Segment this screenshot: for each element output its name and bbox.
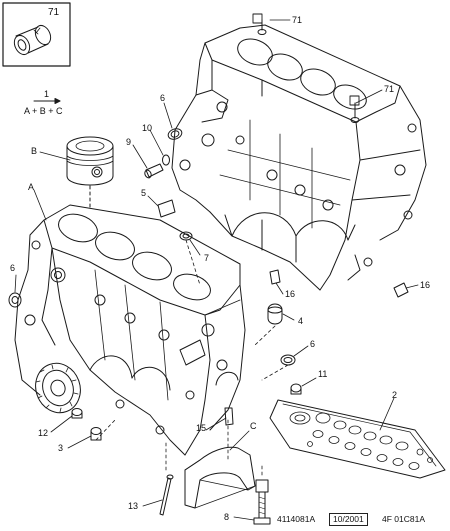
seal-ring-7 — [179, 231, 193, 241]
plug-12 — [71, 408, 83, 419]
callout-71-mid: 71 — [384, 84, 395, 94]
jet-9 — [144, 163, 164, 179]
callout-16-a: 16 — [285, 289, 296, 299]
pin-13 — [159, 474, 174, 516]
callout-8: 8 — [224, 512, 230, 522]
rear-engine-block — [171, 24, 427, 291]
washer-10 — [162, 154, 170, 166]
bearing-cap — [184, 446, 256, 509]
assembly-lines — [95, 239, 289, 479]
callout-C: C — [250, 421, 257, 431]
plug-71-mid — [350, 102, 360, 123]
seal-ring-6-top — [167, 128, 183, 140]
piston — [66, 136, 114, 211]
ref-box-71-mid — [349, 95, 360, 106]
callout-6-left: 6 — [10, 263, 16, 273]
callout-9: 9 — [126, 137, 132, 147]
bushing-icon — [13, 24, 52, 56]
plug-11 — [290, 383, 302, 395]
seal-ring-6-left — [8, 292, 22, 308]
callout-10: 10 — [142, 123, 153, 133]
dowel-16-b — [393, 282, 409, 298]
callout-2: 2 — [392, 390, 398, 400]
ref-box-71-top — [252, 13, 263, 24]
footer-date: 10/2001 — [329, 513, 368, 526]
bush-4 — [267, 303, 283, 325]
inset-bushing-box — [2, 2, 71, 67]
callout-A: A — [28, 182, 35, 192]
callout-11: 11 — [318, 369, 328, 379]
dowel-16-a — [269, 269, 281, 285]
callout-B: B — [31, 146, 38, 156]
footer-ref: 4114081A — [277, 514, 316, 524]
seal-ring-6-right — [280, 354, 296, 366]
legend-bottom-label: A + B + C — [24, 106, 63, 116]
callout-13: 13 — [128, 501, 139, 511]
dowel-5 — [157, 199, 176, 218]
callout-71-top: 71 — [292, 15, 303, 25]
plug-3 — [90, 427, 102, 441]
callout-12: 12 — [38, 428, 49, 438]
front-engine-block — [14, 204, 246, 456]
callout-6-top: 6 — [160, 93, 166, 103]
inset-label: 71 — [48, 7, 60, 18]
footer-code: 4F 01C81A — [382, 514, 425, 524]
callout-4: 4 — [298, 316, 304, 326]
shell-15 — [224, 407, 234, 426]
callout-6-right: 6 — [310, 339, 316, 349]
legend-assembly-arrow — [33, 98, 61, 104]
callout-16-b: 16 — [420, 280, 431, 290]
gasket-set — [269, 399, 446, 479]
callout-7: 7 — [204, 253, 210, 263]
callout-3: 3 — [58, 443, 64, 453]
bolt-8 — [253, 479, 271, 525]
legend-top-label: 1 — [44, 89, 50, 99]
oil-filter — [35, 362, 81, 414]
leader-lines — [14, 19, 419, 521]
callout-5: 5 — [141, 188, 147, 198]
callout-15: 15 — [196, 423, 207, 433]
